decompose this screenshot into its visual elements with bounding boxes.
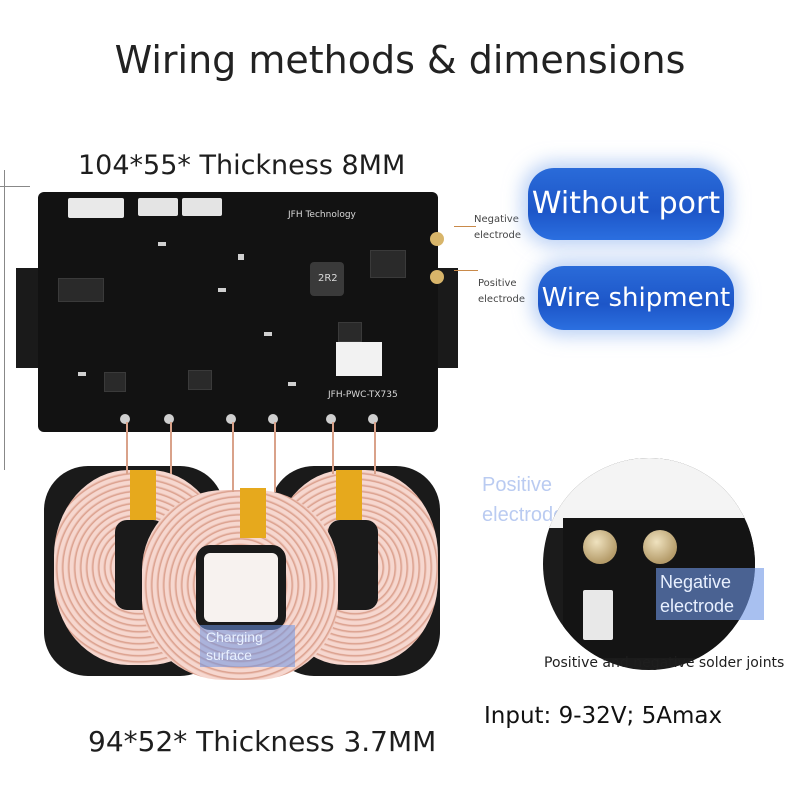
negative-electrode-label: Negative electrode xyxy=(474,214,522,241)
smd-4 xyxy=(78,372,86,376)
inductor: 2R2 xyxy=(310,262,344,296)
ic-chip-1 xyxy=(58,278,104,302)
ic-chip-3 xyxy=(338,322,362,342)
ic-chip-4 xyxy=(104,372,126,392)
coil-wire-3 xyxy=(232,422,234,492)
charging-surface-label: Charging surface xyxy=(200,625,295,667)
solder-point-6 xyxy=(368,414,378,424)
without-port-badge: Without port xyxy=(528,168,724,240)
zoom-component xyxy=(583,590,613,640)
coil-middle-center xyxy=(196,545,286,630)
coil-wire-4 xyxy=(274,422,276,492)
pcb-board: JFH Technology 2R2 JFH-PWC-TX735 xyxy=(38,192,444,432)
connector-3 xyxy=(182,198,222,216)
smd-6 xyxy=(238,254,244,260)
input-spec: Input: 9-32V; 5Amax xyxy=(484,703,723,729)
solder-joints-caption: Positive and negative solder joints xyxy=(544,655,785,671)
coil-wire-6 xyxy=(374,422,376,474)
solder-point-5 xyxy=(326,414,336,424)
dimension-tick-top xyxy=(0,186,30,187)
page-title: Wiring methods & dimensions xyxy=(114,38,686,82)
pcb-model-text: JFH-PWC-TX735 xyxy=(328,390,398,400)
smd-1 xyxy=(158,242,166,246)
coil-tape-right xyxy=(336,470,362,520)
coil-dimension-label: 94*52* Thickness 3.7MM xyxy=(88,725,437,758)
solder-point-3 xyxy=(226,414,236,424)
positive-electrode-label: Positive electrode xyxy=(478,278,526,305)
coil-wire-2 xyxy=(170,422,172,474)
ic-chip-5 xyxy=(188,370,212,390)
board-dimension-label: 104*55* Thickness 8MM xyxy=(78,150,406,181)
zoom-pcb-edge xyxy=(543,458,755,528)
smd-2 xyxy=(218,288,226,292)
wire-shipment-badge: Wire shipment xyxy=(538,266,734,330)
coil-tape-middle xyxy=(240,488,266,538)
pcb-brand-text: JFH Technology xyxy=(288,210,356,220)
connector-1 xyxy=(68,198,124,218)
negative-electrode-overlay-label: Negative electrode xyxy=(656,568,764,620)
solder-point-4 xyxy=(268,414,278,424)
positive-pad xyxy=(430,270,444,284)
inductor-label: 2R2 xyxy=(318,273,338,284)
leader-line-positive xyxy=(454,270,478,271)
coil-tape-left xyxy=(130,470,156,520)
ic-chip-2 xyxy=(370,250,406,278)
coil-wire-1 xyxy=(126,422,128,474)
solder-point-1 xyxy=(120,414,130,424)
zoom-negative-pad xyxy=(643,530,677,564)
solder-point-2 xyxy=(164,414,174,424)
zoom-positive-pad xyxy=(583,530,617,564)
dimension-line-left xyxy=(4,170,5,470)
coil-wire-5 xyxy=(332,422,334,474)
negative-pad xyxy=(430,232,444,246)
connector-2 xyxy=(138,198,178,216)
solder-joint-zoom xyxy=(543,458,755,670)
label-sticker xyxy=(336,342,382,376)
leader-line-negative xyxy=(454,226,476,227)
smd-5 xyxy=(288,382,296,386)
smd-3 xyxy=(264,332,272,336)
